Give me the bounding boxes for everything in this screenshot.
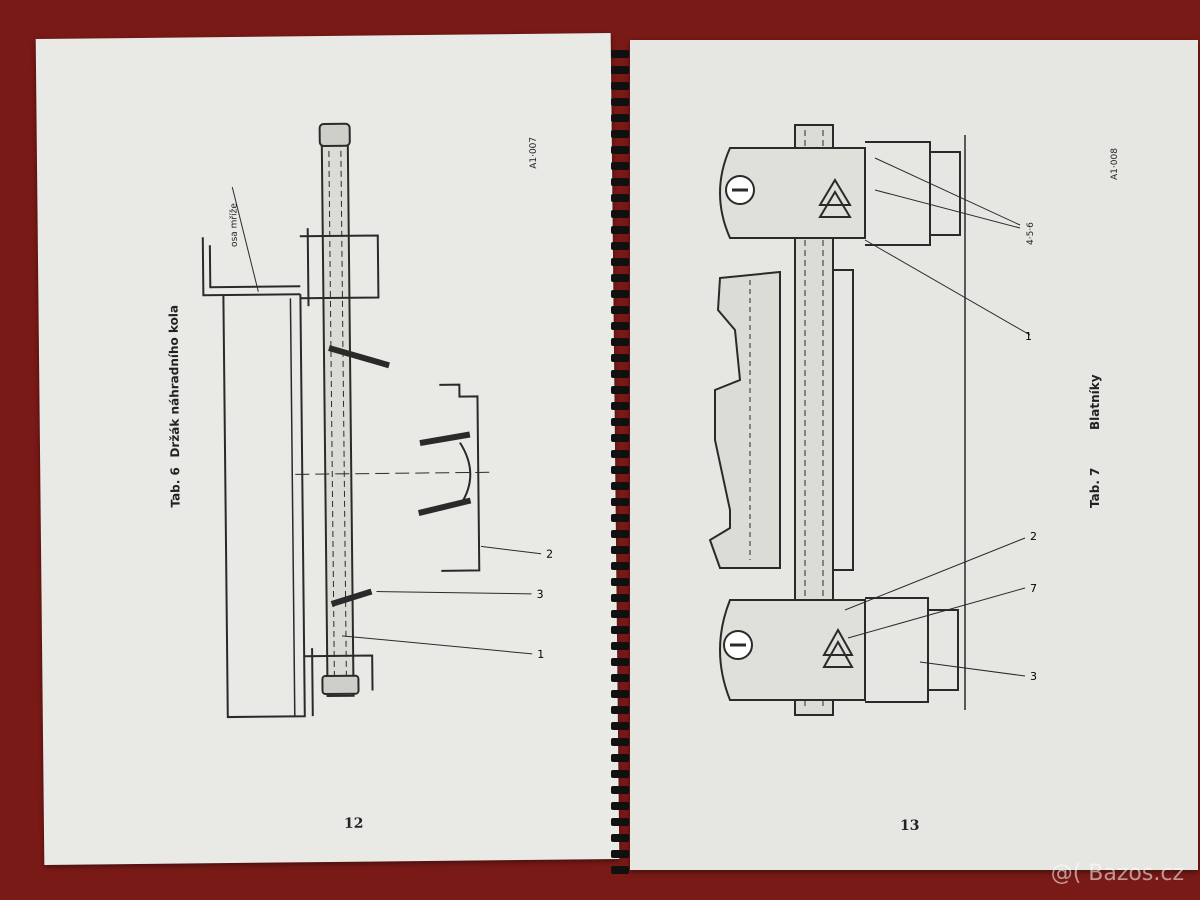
spiral-loop (611, 530, 629, 538)
spiral-loop (611, 690, 629, 698)
spiral-loop (611, 162, 629, 170)
spiral-loop (611, 258, 629, 266)
spiral-loop (611, 82, 629, 90)
page-number: 13 (900, 818, 920, 834)
figure-title: Držák náhradního kola (166, 304, 183, 458)
spiral-loop (611, 354, 629, 362)
spiral-loop (611, 194, 629, 202)
spiral-loop (611, 498, 629, 506)
spiral-loop (611, 610, 629, 618)
table-label: Tab. 6 (168, 467, 183, 508)
spiral-loop (611, 146, 629, 154)
spiral-loop (611, 802, 629, 810)
spiral-loop (611, 754, 629, 762)
spiral-loop (611, 402, 629, 410)
drawing-code: A1·008 (1110, 148, 1120, 180)
spiral-loop (611, 578, 629, 586)
spiral-loop (611, 226, 629, 234)
spiral-loop (611, 306, 629, 314)
spiral-loop (611, 178, 629, 186)
part-numbers-note: 4·5·6 (1026, 222, 1036, 245)
table-label: Tab. 7 (1088, 467, 1102, 508)
spiral-loop (611, 642, 629, 650)
spiral-loop (611, 722, 629, 730)
spiral-binding (611, 50, 629, 874)
spiral-loop (611, 626, 629, 634)
callout-2: 2 (1030, 530, 1037, 543)
spiral-loop (611, 562, 629, 570)
spiral-loop (611, 834, 629, 842)
callout-2: 2 (546, 548, 553, 561)
spiral-loop (611, 114, 629, 122)
spiral-loop (611, 786, 629, 794)
callout-1: 1 (1025, 330, 1032, 343)
spiral-loop (611, 338, 629, 346)
spiral-loop (611, 546, 629, 554)
spiral-loop (611, 130, 629, 138)
spiral-loop (611, 482, 629, 490)
spiral-loop (611, 210, 629, 218)
left-page: 2 3 1 Tab. 6 Držák náhradního kola A1·00… (35, 33, 620, 865)
callout-3: 3 (536, 588, 543, 601)
spiral-loop (611, 322, 629, 330)
spiral-loop (611, 386, 629, 394)
spiral-loop (611, 50, 629, 58)
spiral-loop (611, 98, 629, 106)
axis-note: osa mříže (229, 203, 240, 248)
spiral-loop (611, 466, 629, 474)
page-number: 12 (343, 815, 364, 832)
callout-1: 1 (537, 648, 544, 661)
figure-title: Blatníky (1088, 374, 1102, 430)
spiral-loop (611, 66, 629, 74)
callout-3: 3 (1030, 670, 1037, 683)
right-page: 1 2 7 3 Tab. 7 Blatníky A1·008 4·5·6 13 (630, 40, 1198, 870)
spiral-loop (611, 370, 629, 378)
spiral-loop (611, 850, 629, 858)
drawing-code: A1·007 (528, 136, 540, 169)
spiral-loop (611, 706, 629, 714)
spare-wheel-holder-drawing: 2 3 1 (201, 122, 553, 719)
spiral-loop (611, 242, 629, 250)
watermark: @( Bazos.cz (1050, 861, 1184, 886)
spiral-loop (611, 658, 629, 666)
spiral-loop (611, 866, 629, 874)
spiral-loop (611, 674, 629, 682)
spiral-loop (611, 738, 629, 746)
fenders-drawing: 1 2 7 3 (708, 124, 1037, 716)
spiral-loop (611, 290, 629, 298)
spiral-loop (611, 434, 629, 442)
spiral-loop (611, 514, 629, 522)
spiral-loop (611, 594, 629, 602)
spiral-loop (611, 274, 629, 282)
spiral-loop (611, 450, 629, 458)
spiral-loop (611, 770, 629, 778)
callout-7: 7 (1030, 582, 1037, 595)
spiral-loop (611, 818, 629, 826)
spiral-loop (611, 418, 629, 426)
